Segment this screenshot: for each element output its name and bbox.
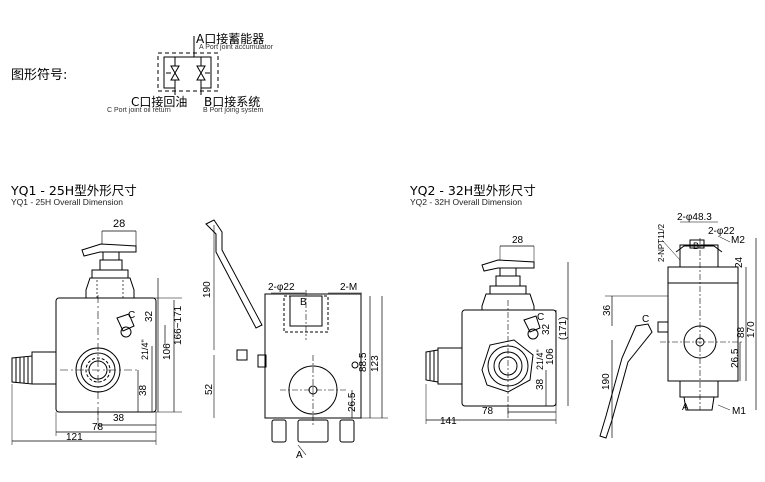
- yq1-dim-thread: 21/4": [140, 339, 150, 360]
- yq1-dim-38-vert: 38: [138, 384, 149, 396]
- yq2-title-cn: YQ2 - 32H型外形尺寸: [410, 183, 536, 198]
- yq1-dim-c: C: [128, 310, 135, 321]
- yq1-dim-38: 38: [113, 413, 125, 424]
- hydraulic-symbol: [157, 36, 219, 95]
- yq2-dim-26-5: 26.5: [730, 348, 741, 368]
- yq2-dim-24: 24: [734, 256, 745, 268]
- yq2-dim-170: 170: [746, 321, 757, 338]
- port-b-label-en: B Port joing system: [203, 107, 264, 114]
- yq1-dim-121: 121: [66, 432, 83, 443]
- yq1-dim-2-phi22: 2-φ22: [268, 282, 295, 293]
- yq2-dim-36: 36: [602, 304, 613, 316]
- yq2-dim-141: 141: [440, 416, 457, 427]
- yq2-dim-106: 106: [545, 348, 556, 365]
- yq2-dim-38: 38: [535, 378, 546, 390]
- yq2-dim-npt: 2-NPT11/2: [657, 223, 666, 262]
- yq2-dim-m2: M2: [731, 235, 745, 246]
- yq2-dim-32: 32: [541, 323, 552, 335]
- yq2-dim-m1: M1: [732, 406, 746, 417]
- yq2-port-b: B: [693, 241, 699, 251]
- yq2-port-a: A: [682, 402, 689, 413]
- yq2-dim-171: (171): [558, 317, 569, 340]
- port-a-label-cn: A口接蓄能器: [196, 32, 265, 46]
- yq1-port-a: A: [296, 450, 303, 461]
- yq1-port-b: B: [300, 297, 307, 308]
- yq1-dim-26-5: 26.5: [347, 392, 358, 412]
- yq2-side-view: [599, 221, 757, 439]
- yq1-dim-78: 78: [92, 422, 104, 433]
- yq2-dim-78: 78: [482, 406, 494, 417]
- yq2-dim-2-phi48-3: 2-φ48.3: [677, 212, 712, 223]
- yq1-dim-32: 32: [144, 310, 155, 322]
- port-c-label-en: C Port joint oil return: [107, 107, 171, 114]
- yq1-front-view: [11, 230, 182, 445]
- yq1-dim-106: 106: [162, 343, 173, 360]
- symbol-heading: 图形符号:: [11, 68, 68, 83]
- yq2-port-c: C: [642, 314, 649, 325]
- yq1-side-view: [205, 219, 388, 456]
- port-c-label-cn: C口接回油: [131, 95, 188, 109]
- yq2-dim-190: 190: [601, 373, 612, 390]
- yq1-dim-123: 123: [370, 355, 381, 372]
- port-a-label-en: A Port joint accumulator: [199, 44, 273, 51]
- yq1-dim-88-5: 88.5: [358, 352, 369, 372]
- yq1-dim-52: 52: [204, 383, 215, 395]
- yq1-title-en: YQ1 - 25H Overall Dimension: [11, 197, 123, 207]
- yq1-dim-190: 190: [202, 281, 213, 298]
- yq1-dim-2-m: 2-M: [340, 282, 357, 293]
- yq2-dim-c: C: [537, 312, 544, 323]
- yq1-dim-28: 28: [113, 218, 125, 230]
- yq2-title-en: YQ2 - 32H Overall Dimension: [410, 197, 522, 207]
- yq2-dim-2-phi22: 2-φ22: [708, 226, 735, 237]
- yq2-front-view: [425, 245, 569, 424]
- yq1-title-cn: YQ1 - 25H型外形尺寸: [11, 183, 137, 198]
- yq2-dim-88: 88: [736, 326, 747, 338]
- yq2-dim-thread: 21/4": [535, 349, 545, 370]
- port-b-label-cn: B口接系统: [204, 95, 261, 109]
- yq1-dim-166-171: 166~171: [173, 305, 184, 345]
- yq2-dim-28: 28: [512, 235, 524, 246]
